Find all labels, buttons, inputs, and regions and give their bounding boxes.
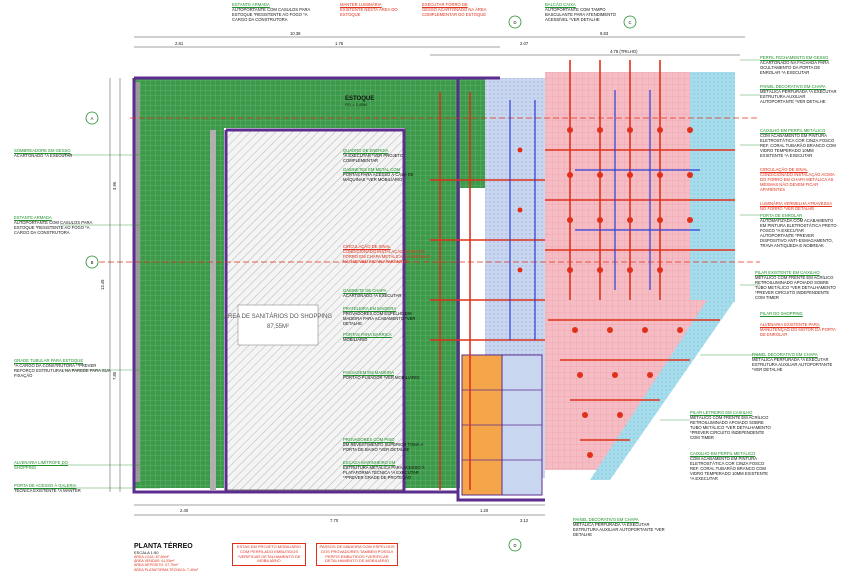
axis-b: B [91, 260, 94, 265]
area-line-4: ÁREA PLATAFORMA TÉCNICA: 7,40m² [134, 567, 199, 572]
axis-d-bottom: D [513, 543, 516, 548]
title-block: PLANTA TÉRREO ESCALA 1:50 ÁREA LOJA: 87,… [134, 543, 224, 572]
area-line-1: ÁREA LOJA: 87,60m² [134, 555, 169, 559]
dim-top-right-a: 2.07 [520, 41, 529, 46]
note-box-provadores: PASSOS DE MADEIRA COM ESPELHOS DOS PROVA… [316, 543, 398, 567]
room-shopping-area: 87,55M² [267, 324, 289, 330]
axis-d: D [513, 20, 516, 25]
dim-bottom-mid: 7.70 [330, 518, 339, 523]
luminaires [517, 127, 693, 458]
dim-top-total: 10.38 [290, 31, 301, 36]
area-line-3: ÁREA DEPÓSITO: 07,70m² [134, 563, 179, 568]
axis-c: C [628, 20, 631, 25]
drawing-title: PLANTA TÉRREO [134, 543, 193, 550]
walls [132, 76, 545, 502]
fitting-rooms [461, 354, 543, 496]
room-shopping-label: ÁREA DE SANITÁRIOS DO SHOPPING [224, 313, 332, 320]
dim-bottom-r2: 3.12 [520, 518, 529, 523]
room-estoque-label: ESTOQUE [345, 96, 374, 102]
dimension-lines [109, 36, 745, 516]
note-pilar-shopping: PILAR DO SHOPPING [760, 311, 803, 316]
note-quadro-energia: QUADRO DE ENERGIA*A EXECUTAR *VER PROJET… [343, 148, 404, 163]
dim-bottom-left: 2.40 [180, 508, 189, 513]
note-box-mobiliario: ESTAS EM PROJETO MOBILIÁRIO COM PERFILAD… [232, 543, 306, 567]
area-line-2: ÁREA VENDAS: 61,53m² [134, 559, 175, 564]
sales-area [485, 72, 735, 480]
dim-bottom-r1: 1.20 [480, 508, 489, 513]
dim-top-mid: 1.76 [335, 41, 344, 46]
dim-left-b: 7.85 [112, 371, 117, 380]
room-estoque-sub: P.D = 2,45M [345, 102, 367, 107]
dim-left-a: 3.96 [112, 181, 117, 190]
leader-lines [60, 59, 760, 489]
axis-a: A [91, 116, 94, 121]
drawing-scale: ESCALA 1:50 [134, 550, 159, 555]
dim-trilho: 4.78 (TRILHO) [610, 49, 638, 54]
axis-markers [85, 15, 637, 552]
note-grade-tubular: GRADE TUBULAR PARA ESTOQUE*A CARGO DA CO… [14, 358, 111, 378]
dim-left-total: 13.49 [100, 279, 105, 290]
electrical-lines [509, 90, 700, 340]
circulation-lines [90, 60, 760, 490]
dim-top-right-total: 9.83 [600, 31, 609, 36]
dim-top-left: 2.81 [175, 41, 184, 46]
